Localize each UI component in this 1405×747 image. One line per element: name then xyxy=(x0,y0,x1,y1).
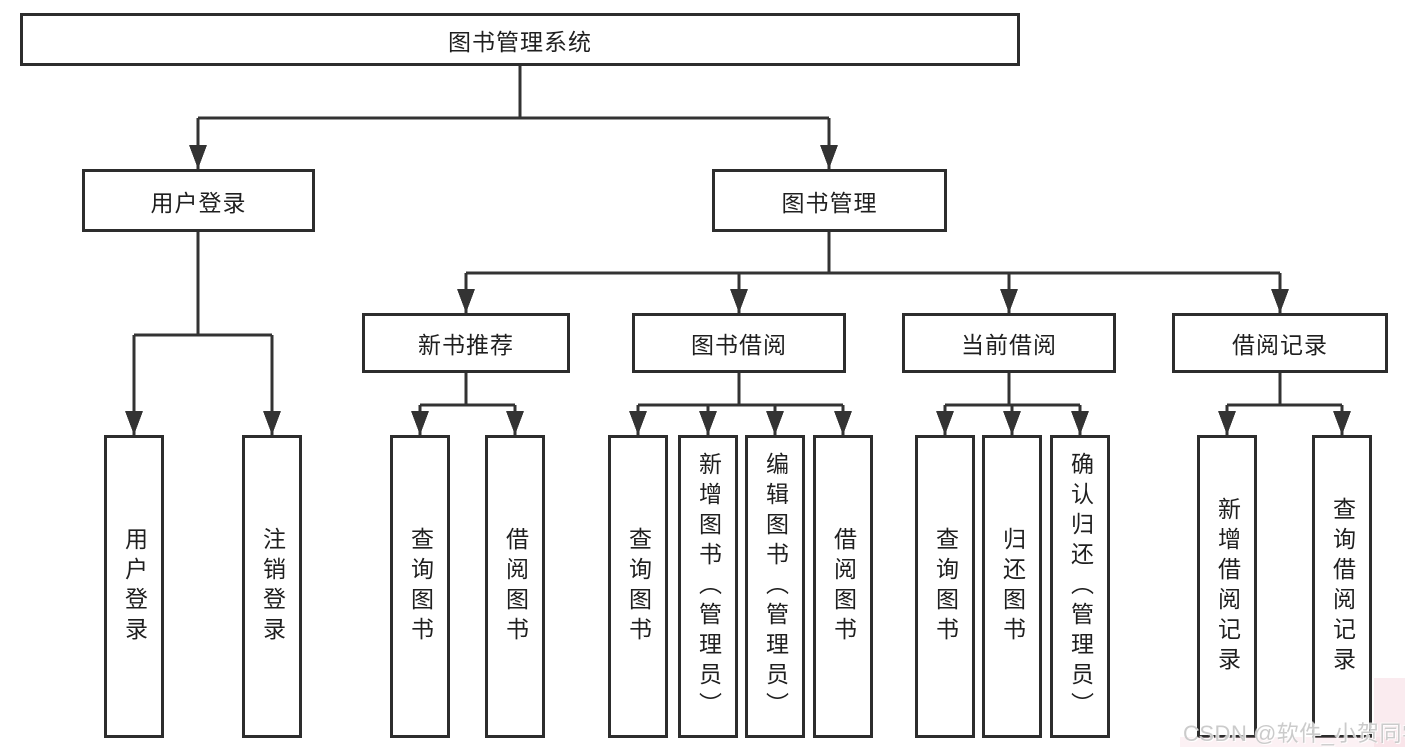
arrowhead xyxy=(936,411,954,435)
leaf-query-books-recommend: 查询图书 xyxy=(390,435,450,738)
node-root-label: 图书管理系统 xyxy=(448,28,592,55)
leaf-return-book-label: 归还图书 xyxy=(999,526,1026,647)
leaf-add-book-admin-label: 新增图书（管理员） xyxy=(695,451,722,722)
arrowhead xyxy=(730,289,748,313)
arrowhead xyxy=(411,411,429,435)
node-root: 图书管理系统 xyxy=(20,13,1020,66)
leaf-query-books-current: 查询图书 xyxy=(915,435,975,738)
node-new-book-recommend: 新书推荐 xyxy=(362,313,570,373)
arrowhead xyxy=(766,411,784,435)
arrowhead xyxy=(189,145,207,169)
node-book-management: 图书管理 xyxy=(712,169,947,232)
arrowhead xyxy=(1003,411,1021,435)
leaf-borrow-books-recommend-label: 借阅图书 xyxy=(502,526,529,647)
connector-bookmgmt-to-level3 xyxy=(464,232,1282,313)
node-current-borrow-label: 当前借阅 xyxy=(961,332,1057,358)
leaf-add-book-admin: 新增图书（管理员） xyxy=(678,435,738,738)
connector-bookborrow-to-leaves xyxy=(636,373,845,435)
leaf-query-books-borrow: 查询图书 xyxy=(608,435,668,738)
leaf-borrow-books-borrow: 借阅图书 xyxy=(813,435,873,738)
arrowhead xyxy=(820,145,838,169)
watermark: CSDN @软件_小贺同学 xyxy=(1183,721,1405,746)
watermark-tint-corner xyxy=(1374,678,1405,747)
arrowhead xyxy=(699,411,717,435)
leaf-query-borrow-record-label: 查询借阅记录 xyxy=(1329,496,1356,677)
arrowhead xyxy=(834,411,852,435)
node-user-login: 用户登录 xyxy=(82,169,315,232)
leaf-query-books-current-label: 查询图书 xyxy=(932,526,959,647)
leaf-add-borrow-record: 新增借阅记录 xyxy=(1197,435,1257,738)
watermark-tint-strip xyxy=(1180,737,1405,747)
leaf-user-login: 用户登录 xyxy=(104,435,164,738)
arrowhead xyxy=(1333,411,1351,435)
node-current-borrow: 当前借阅 xyxy=(902,313,1116,373)
node-book-borrow-label: 图书借阅 xyxy=(691,332,787,358)
arrowhead xyxy=(263,411,281,435)
leaf-query-books-borrow-label: 查询图书 xyxy=(625,526,652,647)
node-borrow-records: 借阅记录 xyxy=(1172,313,1388,373)
arrowhead xyxy=(506,411,524,435)
connector-newbook-to-leaves xyxy=(418,373,517,435)
leaf-add-borrow-record-label: 新增借阅记录 xyxy=(1214,496,1241,677)
leaf-edit-book-admin: 编辑图书（管理员） xyxy=(745,435,805,738)
leaf-borrow-books-recommend: 借阅图书 xyxy=(485,435,545,738)
arrowhead xyxy=(1218,411,1236,435)
arrowhead xyxy=(125,411,143,435)
leaf-return-book: 归还图书 xyxy=(982,435,1042,738)
arrowhead xyxy=(1000,289,1018,313)
node-borrow-records-label: 借阅记录 xyxy=(1232,332,1328,358)
arrowhead xyxy=(629,411,647,435)
leaf-user-login-label: 用户登录 xyxy=(121,526,148,647)
leaf-confirm-return-admin: 确认归还（管理员） xyxy=(1050,435,1110,738)
leaf-edit-book-admin-label: 编辑图书（管理员） xyxy=(762,451,789,722)
leaf-query-books-recommend-label: 查询图书 xyxy=(407,526,434,647)
arrowhead xyxy=(1271,289,1289,313)
leaf-confirm-return-admin-label: 确认归还（管理员） xyxy=(1067,451,1094,722)
node-book-management-label: 图书管理 xyxy=(781,189,878,216)
leaf-logout: 注销登录 xyxy=(242,435,302,738)
connector-userlogin-to-leaves xyxy=(132,232,274,435)
leaf-logout-label: 注销登录 xyxy=(259,526,286,647)
arrowhead xyxy=(1071,411,1089,435)
connector-records-to-leaves xyxy=(1225,373,1344,435)
node-user-login-label: 用户登录 xyxy=(150,189,247,216)
connector-root-to-level2 xyxy=(196,66,831,169)
leaf-query-borrow-record: 查询借阅记录 xyxy=(1312,435,1372,738)
arrowhead xyxy=(457,289,475,313)
node-book-borrow: 图书借阅 xyxy=(632,313,846,373)
node-new-book-recommend-label: 新书推荐 xyxy=(418,332,514,358)
leaf-borrow-books-borrow-label: 借阅图书 xyxy=(830,526,857,647)
arrowheads xyxy=(125,145,1351,435)
